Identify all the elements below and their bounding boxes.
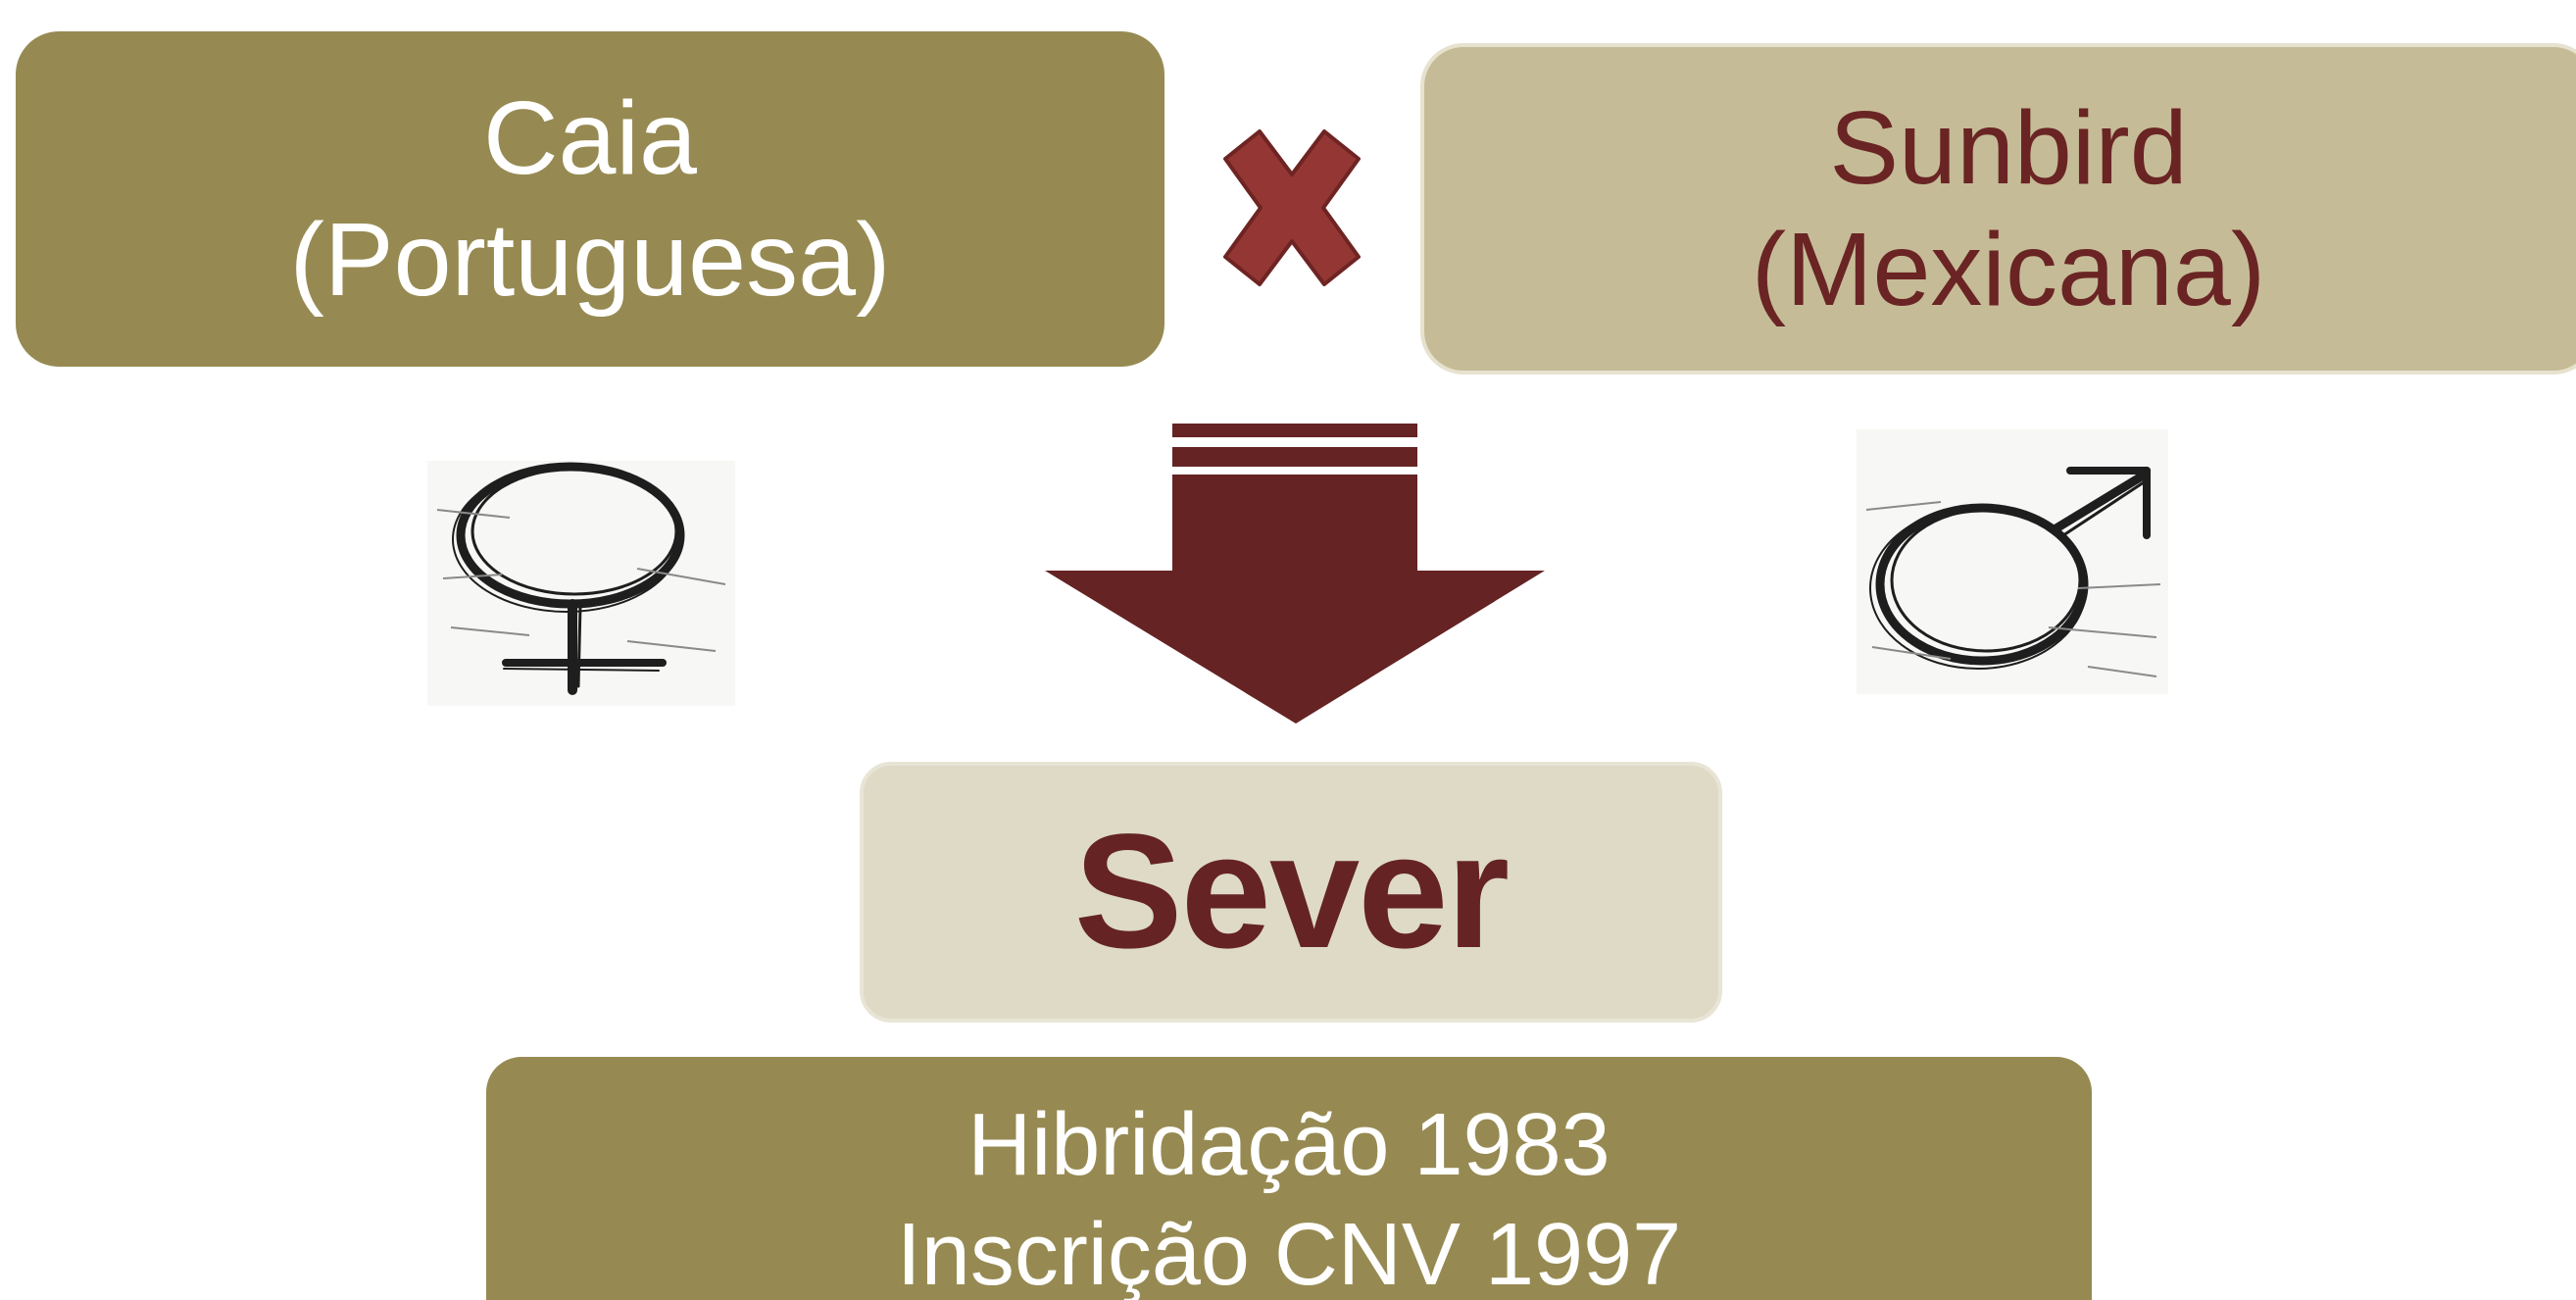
history-registration: Inscrição CNV 1997 — [896, 1206, 1682, 1300]
parent-female-box: Caia (Portuguesa) — [16, 31, 1164, 367]
offspring-box: Sever — [860, 762, 1722, 1023]
parent-male-name: Sunbird — [1829, 90, 2188, 206]
female-symbol-icon — [427, 461, 735, 706]
parent-female-origin: (Portuguesa) — [289, 202, 891, 318]
down-arrow-icon — [1045, 424, 1545, 724]
history-box: Hibridação 1983 Inscrição CNV 1997 — [486, 1057, 2092, 1300]
parent-female-name: Caia — [482, 80, 697, 196]
offspring-name: Sever — [1073, 801, 1510, 982]
parent-male-origin: (Mexicana) — [1751, 212, 2266, 327]
cross-x-icon — [1223, 129, 1361, 286]
male-symbol-icon — [1857, 429, 2168, 694]
history-hybridization: Hibridação 1983 — [967, 1096, 1610, 1194]
parent-male-box: Sunbird (Mexicana) — [1420, 43, 2576, 375]
